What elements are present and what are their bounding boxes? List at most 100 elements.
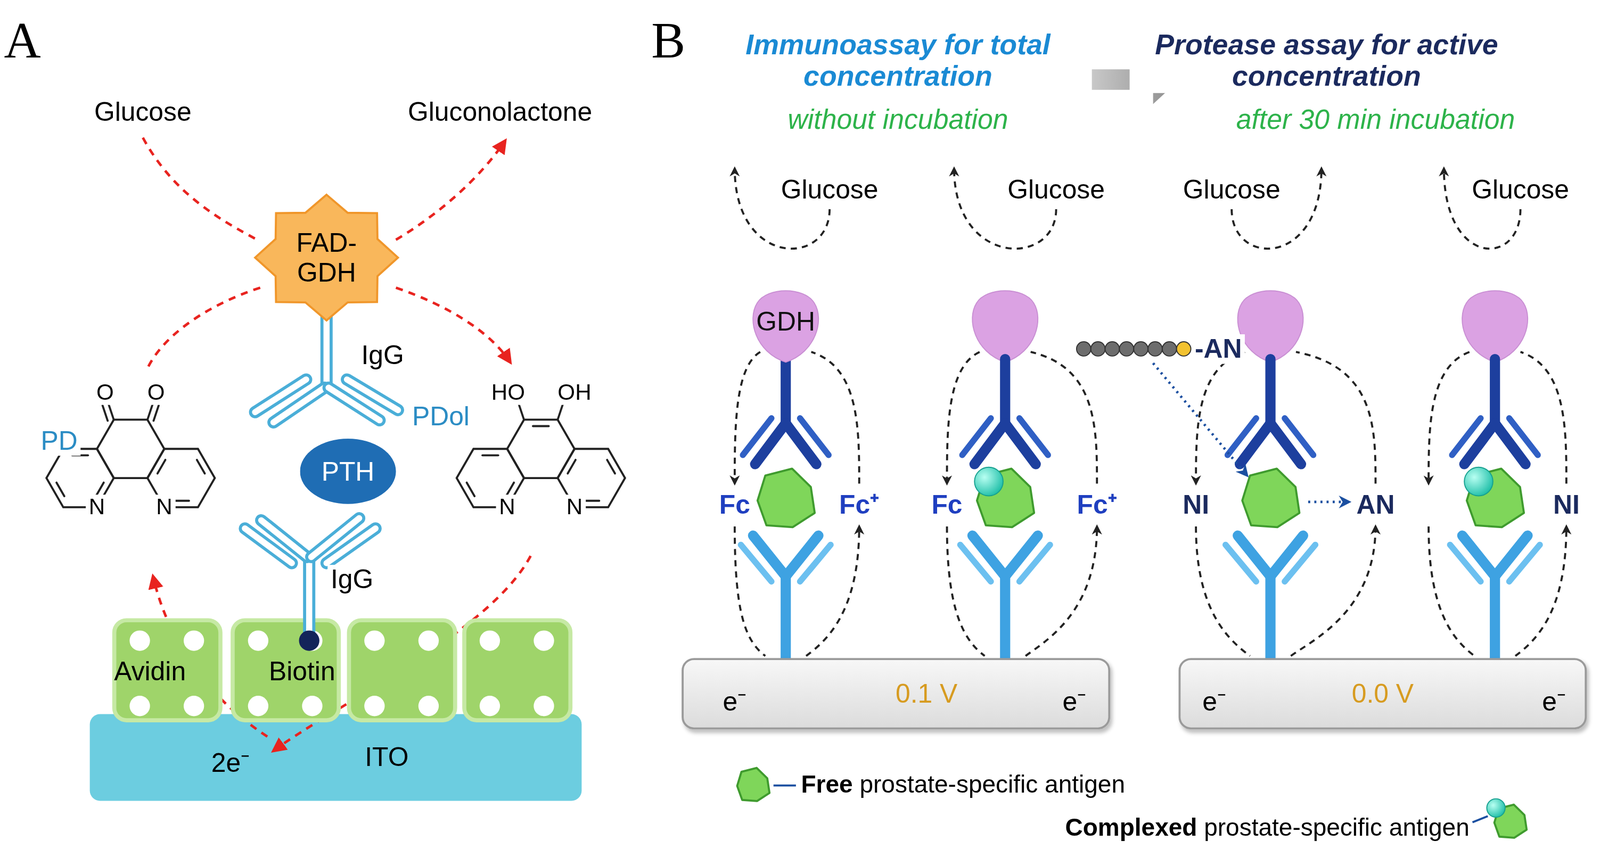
- panel-letter: B: [651, 12, 686, 69]
- peptide-bead: [1147, 341, 1163, 357]
- dashed-loop: [1290, 526, 1376, 656]
- capture-antibody: [740, 544, 771, 582]
- section-subtitle: without incubation: [784, 105, 1012, 136]
- capture-antibody: [800, 544, 831, 582]
- bond: [96, 419, 164, 479]
- double-bond: [173, 499, 190, 503]
- biotin-label: Biotin: [268, 657, 336, 687]
- double-bond: [482, 454, 499, 457]
- capture-antibody: [785, 535, 819, 577]
- complex-partner: [974, 467, 1004, 497]
- node-text: ITO: [364, 743, 409, 773]
- panel-letter: A: [4, 12, 41, 69]
- electron-label: e⁻: [722, 687, 747, 717]
- double-bond: [153, 405, 159, 422]
- capture-antibody: [1462, 535, 1495, 577]
- detection-antibody: [1265, 359, 1276, 424]
- binding-site: [301, 695, 323, 717]
- mediator-label: Fc: [716, 490, 754, 520]
- substrate-label: Glucose: [1468, 175, 1572, 205]
- mediator-label: PDol: [408, 401, 473, 432]
- cleavage-arrow: [1153, 363, 1247, 476]
- enzyme-star: FAD- GDH: [255, 193, 398, 322]
- peptide-bead: [1119, 341, 1134, 357]
- legend-text: Complexed prostate-specific antigen: [1064, 814, 1470, 842]
- peptide-bead: [1105, 341, 1120, 357]
- capture-antibody: [1005, 535, 1038, 577]
- capture-antibody: [972, 535, 1005, 577]
- antibody-label: IgG: [327, 564, 377, 595]
- capture-antibody: [752, 535, 786, 577]
- section-title: Protease assay for active concentration: [1129, 29, 1524, 93]
- legend-text: Free prostate-specific antigen: [800, 771, 1126, 799]
- capture-antibody: [960, 544, 991, 582]
- capture-antibody: [1284, 544, 1316, 582]
- substrate-label: Glucose: [1004, 175, 1108, 205]
- electrode-slab: ITO: [89, 714, 582, 802]
- antibody: [347, 379, 399, 410]
- antibody: [244, 528, 292, 564]
- binding-site: [364, 695, 385, 717]
- legend-sample: [1486, 799, 1505, 818]
- avidin-label: Avidin: [113, 657, 186, 687]
- peptide-bead: [1162, 341, 1177, 357]
- binding-site: [129, 630, 150, 651]
- electron-label: 2e⁻: [211, 748, 251, 778]
- electron-label: e⁻: [1062, 687, 1087, 717]
- detection-antibody: [800, 418, 830, 456]
- antibody: [347, 379, 399, 410]
- antibody-label: IgG: [358, 340, 408, 371]
- capture-antibody: [1449, 544, 1481, 582]
- antibody: [255, 379, 307, 413]
- peptide-bead: [1076, 341, 1091, 357]
- enzyme-drop: GDH: [744, 280, 827, 363]
- detection-antibody: [1227, 418, 1257, 456]
- capture-antibody: [1265, 576, 1276, 659]
- capture-antibody: [1237, 535, 1271, 577]
- dashed-arrow: [142, 137, 258, 241]
- avidin-block: [348, 620, 455, 721]
- node-text: GDH: [756, 306, 816, 336]
- dashed-arrow: [396, 140, 506, 240]
- psa-antigen: [757, 468, 815, 528]
- mediator-label: Fc: [928, 490, 966, 520]
- detection-antibody: [1019, 418, 1049, 456]
- capture-antibody: [1495, 535, 1528, 577]
- avidin-block: [114, 620, 221, 721]
- avidin-block: [232, 620, 339, 721]
- enzyme-drop: [1237, 290, 1304, 363]
- node-text: 0.0 V: [1351, 679, 1414, 709]
- capture-antibody: [1270, 535, 1303, 577]
- bond: [557, 404, 563, 421]
- legend-leader: [1472, 816, 1489, 823]
- legend-leader: [773, 784, 797, 787]
- enzyme-drop: [1462, 290, 1528, 363]
- node-text: PTH: [321, 456, 375, 487]
- binding-site: [533, 695, 554, 717]
- binding-site: [479, 695, 500, 717]
- section-subtitle: after 30 min incubation: [1233, 105, 1519, 136]
- peptide-bead: [1176, 341, 1192, 357]
- electrode-box: 0.0 V: [1178, 658, 1588, 730]
- electron-label: e⁻: [1202, 687, 1227, 717]
- binding-site: [129, 695, 150, 717]
- release-arrow: [1308, 501, 1350, 504]
- biotin-dot: [299, 630, 320, 651]
- detection-antibody: [1284, 418, 1314, 456]
- capture-antibody: [1019, 544, 1050, 582]
- atom-label: N: [85, 494, 109, 520]
- antibody: [302, 559, 316, 641]
- detection-antibody: [999, 359, 1011, 424]
- binding-site: [418, 630, 439, 651]
- detection-antibody: [1451, 418, 1481, 456]
- detection-antibody: [1489, 359, 1500, 424]
- detection-antibody: [1509, 418, 1539, 456]
- dashed-loop: [1025, 526, 1097, 656]
- mediator-label: AN: [1353, 490, 1398, 520]
- section-title: Immunoassay for total concentration: [741, 29, 1054, 93]
- antigen-ellipse: PTH: [299, 438, 396, 505]
- atom-label: O: [144, 380, 168, 406]
- capture-antibody: [1509, 544, 1540, 582]
- bond: [519, 404, 525, 421]
- bond: [507, 419, 575, 479]
